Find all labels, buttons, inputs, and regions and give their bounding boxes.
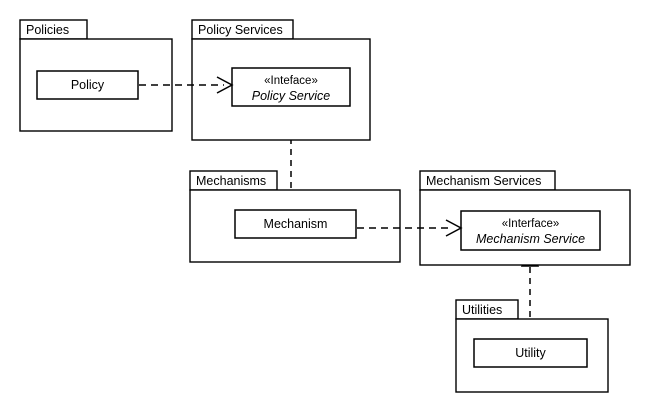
package-label: Policies (26, 23, 69, 37)
package-label: Policy Services (198, 23, 283, 37)
open-arrow-head (216, 76, 234, 94)
package-label: Mechanism Services (426, 174, 541, 188)
class-mechanism[interactable]: Mechanism (234, 209, 357, 239)
stereotype-label: «Interface» (502, 218, 560, 230)
class-name: Policy (71, 78, 105, 92)
class-name: Mechanism (264, 217, 328, 231)
class-box (473, 338, 588, 368)
open-arrow-head (445, 219, 463, 237)
class-box (36, 70, 139, 100)
class-box (460, 210, 601, 251)
class-mechanism-service[interactable]: «Interface» Mechanism Service (460, 210, 601, 251)
class-policy[interactable]: Policy (36, 70, 139, 100)
class-box (231, 67, 351, 107)
stereotype-label: «Inteface» (264, 75, 318, 87)
connector-policy-uses-policy-service[interactable] (139, 76, 234, 94)
class-box (234, 209, 357, 239)
class-name: Mechanism Service (476, 232, 585, 246)
class-utility[interactable]: Utility (473, 338, 588, 368)
package-label: Utilities (462, 303, 502, 317)
connector-mechanism-uses-mechanism-service[interactable] (357, 219, 463, 237)
package-label: Mechanisms (196, 174, 266, 188)
package-mechanisms[interactable]: Mechanisms (189, 170, 401, 263)
package-body (189, 189, 401, 263)
class-name: Utility (515, 346, 546, 360)
class-name: Policy Service (252, 89, 331, 103)
class-policy-service[interactable]: «Inteface» Policy Service (231, 67, 351, 107)
